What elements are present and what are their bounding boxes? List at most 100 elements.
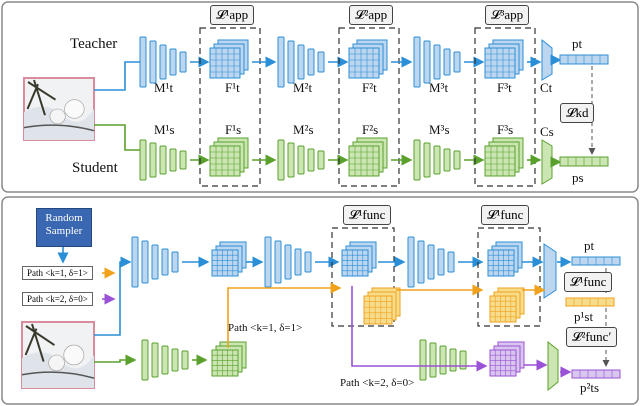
b-student-feature-1-layer-0 [211,349,239,377]
teacher-feature-cube-3-layer-0 [484,47,516,79]
b-purple-feature-layer-0 [489,349,517,377]
teacher-feature-1: F¹t [225,80,240,95]
b-student-classifier [547,340,559,392]
app-loss-box-1 [199,27,261,187]
b-student-stage-3-bar-1 [429,342,437,378]
bottom-input-image-bird-1 [63,344,85,366]
loss-app-3: 𝓛³app [485,5,530,25]
student-stage-3-bar-0 [413,139,421,181]
b-teacher-stage-1-bar-4 [171,251,179,273]
teacher-classifier: Ct [540,80,553,95]
b-teacher-classifier [543,243,557,299]
student-feature-1: F¹s [225,122,242,137]
teacher-stage-2-bar-1 [287,40,295,84]
path2-line [351,286,488,372]
teacher-stage-1-bar-2 [159,44,167,80]
random-sampler-box: Random Sampler [36,208,92,247]
bottom-teacher-link [94,256,132,336]
teacher-stage-1-bar-1 [149,40,157,84]
output-pt: pt [584,238,595,253]
b-student-stage-3-bar-2 [439,345,447,375]
b-teacher-stage-1-bar-2 [151,244,159,280]
teacher-feature-cube-2-layer-0 [348,47,380,79]
bottom-panel [1,196,639,405]
loss-app-1: 𝓛¹app [210,5,255,25]
student-stage-2-bar-2 [297,145,305,175]
b-teacher-stage-2-bar-3 [294,248,302,276]
b-student-stage-3-bar-0 [419,339,427,381]
path-label-1: Path <k=1, δ=1> [228,322,303,334]
b-teacher-stage-2-bar-4 [304,251,312,273]
student-stage-2-bar-1 [287,142,295,178]
bottom-input-image-bird-2 [48,354,65,372]
student-stage-1-bar-4 [179,150,187,170]
student-feature-cube-2-layer-0 [348,145,380,177]
b-student-stage-3-bar-4 [459,350,467,370]
teacher-module-1: M¹t [154,80,174,95]
random-sampler-label: Random Sampler [45,212,83,237]
path-label-2: Path <k=2, δ=0> [340,377,415,389]
loss-func-side-2: 𝓛²func′ [566,327,618,347]
loss-kd: 𝓛kd [560,103,595,123]
student-stage-1-bar-2 [159,145,167,175]
loss-func-1a: 𝓛¹func [343,205,392,225]
path-legend-2: Path <k=2, δ=0> [22,292,93,306]
bottom-input-image-shadow [21,371,95,379]
student-label: Student [72,160,118,176]
b-student-stage-1-bar-3 [171,348,179,372]
student-stage-1-bar-3 [169,148,177,172]
student-classifier-shape [541,139,553,185]
path1-up [227,282,342,348]
teacher-module-3: M³t [429,80,449,95]
loss-func-1b: 𝓛¹func [481,205,530,225]
student-stage-2-bar-0 [277,139,285,181]
teacher-stage-2-bar-3 [307,48,315,76]
b-teacher-feature-2-layer-0 [341,249,369,277]
top-teacher-link [94,61,140,91]
teacher-stage-1-bar-0 [139,36,147,88]
teacher-stage-1-bar-4 [179,51,187,73]
teacher-feature-3: F³t [497,80,512,95]
teacher-classifier-shape [541,38,553,81]
student-stage-3-bar-1 [423,142,431,178]
teacher-stage-2-bar-4 [317,51,325,73]
func-loss-box-2 [477,227,541,327]
b-teacher-feature-1-layer-0 [211,249,239,277]
student-module-1: M¹s [154,122,175,137]
student-stage-2-bar-4 [317,150,325,170]
b-student-stage-3-bar-3 [449,348,457,372]
student-stage-3-bar-4 [453,150,461,170]
teacher-module-2: M²t [293,80,313,95]
teacher-stage-3-bar-2 [433,44,441,80]
app-loss-box-3 [474,27,536,187]
b-teacher-stage-2-bar-1 [274,240,282,284]
student-feature-2: F²s [362,122,379,137]
student-classifier: Cs [540,124,554,139]
b-teacher-stage-3-bar-4 [447,251,455,273]
top-input-image-twigs [26,79,57,116]
output-pts: p²ts [580,380,600,395]
b-teacher-stage-1-bar-1 [141,240,149,284]
top-input-image-bird-1 [64,99,85,119]
b-student-stage-1-bar-1 [151,342,159,378]
student-stage-2-bar-3 [307,148,315,172]
bottom-student-link [94,354,137,366]
student-stage-3-bar-3 [443,148,451,172]
path-legend-2-text: Path <k=2, δ=0> [27,294,88,304]
top-panel [1,1,639,193]
teacher-stage-1-bar-3 [169,48,177,76]
top-input-image-bird-2 [49,108,66,125]
b-teacher-stage-3-bar-0 [407,236,415,288]
b-yellow-feature-1-layer-0 [363,295,393,325]
b-teacher-stage-1-bar-0 [131,236,139,288]
path-legend-1: Path <k=1, δ=1> [22,266,93,280]
b-teacher-stage-3-bar-1 [417,240,425,284]
loss-app-2: 𝓛²app [349,5,394,25]
teacher-stage-3-bar-0 [413,36,421,88]
student-output: ps [572,170,584,185]
b-student-stage-1-bar-0 [141,339,149,381]
teacher-feature-2: F²t [362,80,377,95]
b-teacher-stage-1-bar-3 [161,248,169,276]
